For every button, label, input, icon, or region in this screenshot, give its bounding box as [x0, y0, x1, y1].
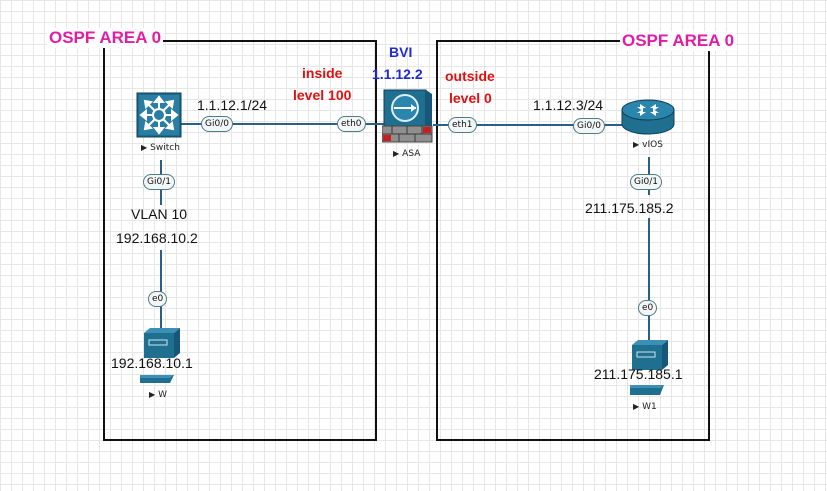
inside-label: inside	[302, 65, 343, 81]
link-ip-w1	[648, 218, 650, 340]
left-area-title: OSPF AREA 0	[47, 28, 164, 48]
vlan-ip-label: 192.168.10.2	[116, 230, 198, 246]
vlan-label: VLAN 10	[131, 206, 188, 222]
play-icon: ▶	[149, 390, 156, 399]
host-w1-ip-label: 211.175.185.1	[594, 366, 683, 382]
router-port-gi01[interactable]: Gi0/1	[630, 174, 662, 190]
router-ip-label: 1.1.12.3/24	[533, 97, 604, 113]
router-label: ▶vIOS	[633, 140, 663, 150]
switch-port-gi00[interactable]: Gi0/0	[201, 116, 233, 132]
switch-port-gi01[interactable]: Gi0/1	[143, 174, 175, 190]
asa-port-eth0[interactable]: eth0	[337, 116, 366, 132]
left-area-box	[103, 40, 377, 441]
outside-level-label: level 0	[449, 90, 492, 106]
right-area-box	[436, 40, 710, 441]
play-icon: ▶	[633, 140, 640, 149]
right-area-title: OSPF AREA 0	[620, 31, 737, 51]
host-w-icon[interactable]	[140, 325, 184, 385]
outside-label: outside	[445, 68, 495, 84]
link-switch-asa	[180, 123, 385, 125]
host-w1-label: ▶W1	[633, 402, 657, 412]
play-icon: ▶	[393, 149, 400, 158]
switch-icon[interactable]	[136, 92, 182, 138]
switch-ip-label: 1.1.12.1/24	[197, 97, 268, 113]
host-w-ip-label: 192.168.10.1	[111, 355, 193, 371]
bvi-title: BVI	[389, 44, 413, 60]
host-w1-port-e0[interactable]: e0	[638, 300, 658, 316]
asa-port-eth1[interactable]: eth1	[448, 117, 477, 133]
switch-label: ▶Switch	[141, 143, 180, 153]
router-port-gi00[interactable]: Gi0/0	[573, 118, 605, 134]
asa-label: ▶ASA	[393, 149, 421, 159]
play-icon: ▶	[141, 143, 148, 152]
inside-level-label: level 100	[293, 87, 352, 103]
host-w-port-e0[interactable]: e0	[148, 291, 168, 307]
host-w-label: ▶W	[149, 390, 168, 400]
router-gi01-ip-label: 211.175.185.2	[585, 200, 674, 216]
link-asa-router	[433, 124, 623, 126]
asa-firewall-icon[interactable]	[381, 88, 434, 144]
link-vlan-w	[160, 250, 162, 328]
bvi-ip: 1.1.12.2	[372, 66, 423, 82]
router-icon[interactable]	[620, 98, 676, 136]
host-w1-icon[interactable]	[628, 337, 672, 397]
play-icon: ▶	[633, 402, 640, 411]
